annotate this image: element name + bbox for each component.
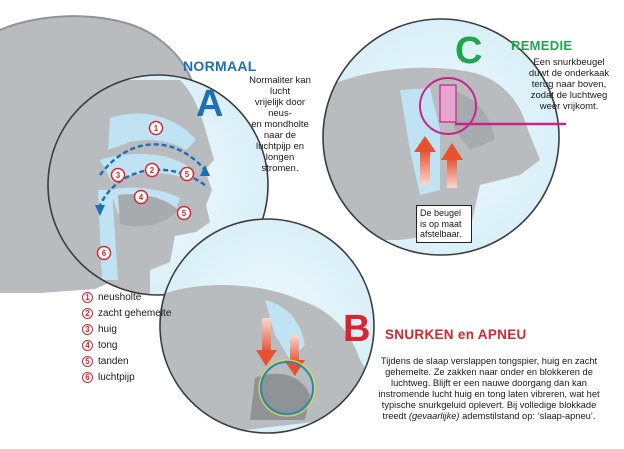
svg-text:6: 6 <box>102 249 107 258</box>
remedy-description-line: terug naar boven, <box>531 79 607 90</box>
remedy-description-line: zodat de luchtweg <box>530 90 608 101</box>
snoring-description-line: luchtweg. Blijft er een nauwe doorgang d… <box>391 378 587 388</box>
legend-number: 4 <box>82 339 93 351</box>
legend-label: zacht gehemelte <box>98 307 172 319</box>
legend-label: tanden <box>98 355 129 367</box>
legend-item: 3 huig <box>82 321 171 337</box>
legend-number: 3 <box>82 323 93 335</box>
remedy-description-line: duwt de onderkaak <box>528 68 610 79</box>
normal-description-line: vrijelijk door neus- <box>254 97 306 119</box>
svg-text:3: 3 <box>116 171 121 180</box>
normal-description-line: longen <box>265 152 295 163</box>
remedy-callout: De beugel is op maat afstelbaar. <box>416 205 472 243</box>
marker-3: 3 <box>110 167 126 183</box>
legend-item: 5 tanden <box>82 353 171 369</box>
snoring-description-line: Tijdens de slaap verslappen tongspier, h… <box>380 356 598 366</box>
marker-5: 5 <box>176 205 192 221</box>
snoring-title: SNURKEN en APNEU <box>385 327 527 342</box>
normal-description-line: en mondholte <box>251 119 309 130</box>
snoring-description-line: gehemelte. Ze zakken naar onder en blokk… <box>385 367 593 377</box>
svg-text:5: 5 <box>182 209 187 218</box>
remedy-title: REMEDIE <box>511 38 573 53</box>
legend-item: 1 neusholte <box>82 289 171 305</box>
snoring-letter: B <box>343 308 371 350</box>
marker-1: 1 <box>148 120 164 136</box>
normal-title: NORMAAL <box>183 58 257 74</box>
normal-description-line: naar de <box>263 130 297 141</box>
legend-item: 6 luchtpijp <box>82 369 171 385</box>
snoring-description-line: typische snurkgeluid oplevert. Bij volle… <box>381 400 597 410</box>
legend-number: 6 <box>82 371 93 383</box>
svg-text:2: 2 <box>150 166 155 175</box>
snoring-last-line: treedt (gevaarlijke) ademstilstand op: ‘… <box>382 411 596 421</box>
remedy-letter: C <box>455 30 483 72</box>
legend-number: 1 <box>82 291 93 303</box>
legend-label: tong <box>98 339 118 351</box>
snoring-description: Tijdens de slaap verslappen tongspier, h… <box>358 356 620 422</box>
svg-text:5: 5 <box>185 170 190 179</box>
legend-item: 4 tong <box>82 337 171 353</box>
marker-2: 2 <box>144 162 160 178</box>
marker-4: 4 <box>133 189 149 205</box>
legend-item: 2 zacht gehemelte <box>82 305 171 321</box>
remedy-description-line: weer vrijkomt. <box>539 101 599 112</box>
remedy-description-line: Een snurkbeugel <box>533 57 605 68</box>
circle-snoring <box>159 218 375 434</box>
legend-number: 5 <box>82 355 93 367</box>
legend-number: 2 <box>82 307 93 319</box>
marker-5: 5 <box>179 166 195 182</box>
legend-label: huig <box>98 323 117 335</box>
normal-letter: A <box>196 83 224 125</box>
legend-label: neusholte <box>98 291 142 303</box>
normal-description-line: Normaliter kan lucht <box>249 75 311 97</box>
normal-description-line: luchtpijp en <box>255 141 305 152</box>
normal-description-line: stromen. <box>261 163 299 174</box>
legend-label: luchtpijp <box>98 371 135 383</box>
marker-6: 6 <box>96 245 112 261</box>
snoring-description-line: instromende lucht huig en tong laten vib… <box>378 389 600 399</box>
svg-text:1: 1 <box>154 124 159 133</box>
circle-remedy <box>322 18 566 256</box>
legend: 1 neusholte 2 zacht gehemelte 3 huig 4 tong 5 tan… <box>82 289 171 385</box>
diagram-markers: 1 2 3 4 5 5 6 <box>96 120 195 261</box>
svg-text:4: 4 <box>139 193 144 202</box>
